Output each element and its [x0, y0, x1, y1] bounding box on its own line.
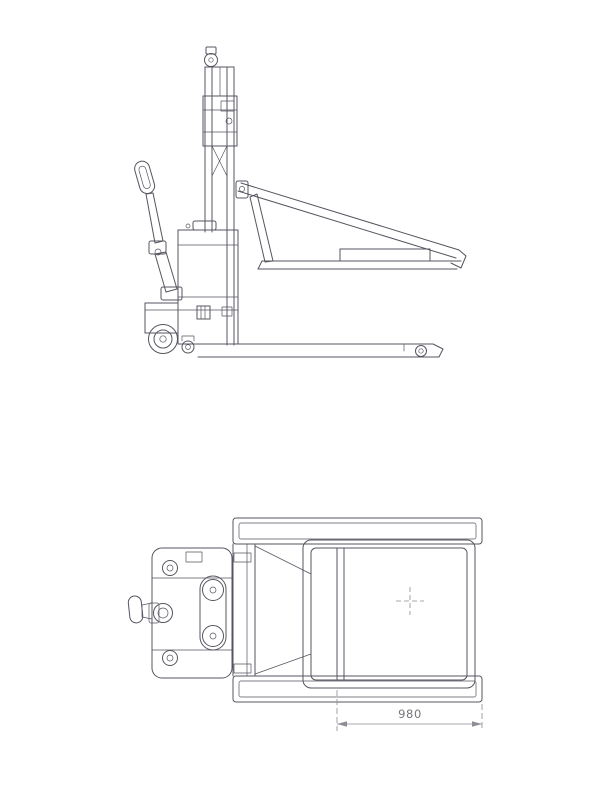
tiller-top — [127, 595, 153, 624]
dimension-label: 980 — [398, 707, 422, 721]
dimension-annotation: 980 — [336, 690, 483, 731]
power-unit-top — [148, 547, 233, 679]
caster-bottom-left — [162, 650, 178, 666]
chassis-body — [144, 220, 239, 345]
mast-carriage — [202, 95, 238, 147]
plan-view — [127, 517, 483, 703]
caster-wheel — [181, 335, 195, 354]
load-roller — [415, 345, 427, 357]
arrowhead-left — [337, 721, 347, 727]
center-mark — [396, 587, 424, 615]
caster-top-left — [162, 560, 178, 576]
roller-bottom — [202, 625, 224, 647]
mast-pulley — [204, 53, 218, 67]
arrowhead-right — [472, 721, 482, 727]
platform-top — [233, 539, 476, 689]
tiller-grip — [134, 160, 156, 194]
roller-top — [202, 579, 224, 601]
steering-unit — [153, 603, 173, 623]
tiller-handle — [134, 160, 183, 301]
side-view — [134, 46, 467, 358]
straddle-frame — [232, 517, 483, 703]
vent-panel — [196, 305, 211, 320]
mast — [202, 46, 238, 346]
tilted-fork-platform — [235, 180, 467, 270]
fork-side — [197, 343, 444, 358]
drive-wheel — [148, 324, 178, 354]
